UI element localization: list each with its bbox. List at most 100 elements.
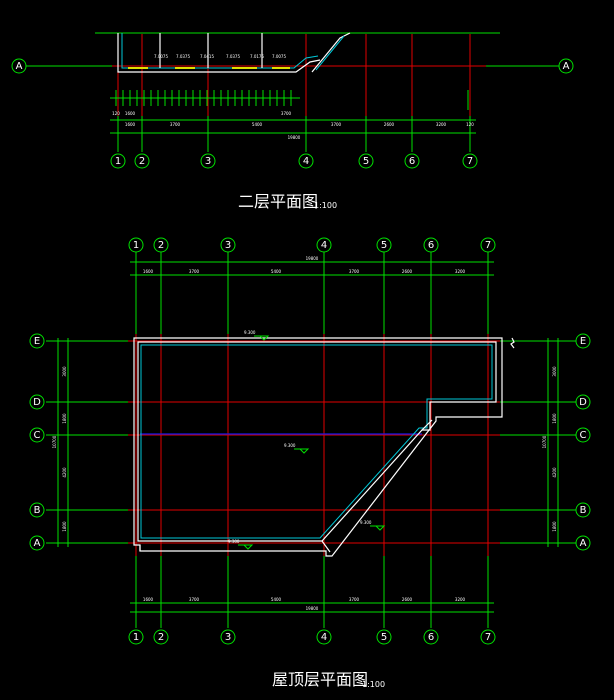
- roof-axis-bottom-2-label: 2: [158, 632, 164, 643]
- elevation-label: 7.0375: [226, 54, 240, 59]
- roof-axis-bottom-4-bubble: [316, 629, 332, 645]
- roof-elevation-label: 9.300: [284, 443, 296, 448]
- upper-axis-6-bubble: [404, 153, 420, 169]
- diagonal-wall: [311, 32, 351, 73]
- roof-dim-side-segment: 1800: [62, 413, 67, 424]
- roof-axis-left-B-bubble: [29, 502, 45, 518]
- roof-axis-left-A-label: A: [34, 538, 41, 549]
- roof-axis-top-3-label: 3: [225, 240, 231, 251]
- roof-axis-top-7-bubble: [480, 237, 496, 253]
- dim-segment: 1600: [125, 122, 136, 127]
- elevation-label: 7.0075: [272, 54, 286, 59]
- roof-dim-bottom-segment: 3700: [349, 597, 360, 602]
- dim-segment: 3700: [331, 122, 342, 127]
- roof-dim-side-total-label: 10700: [52, 435, 57, 448]
- roof-axis-bottom-7-bubble: [480, 629, 496, 645]
- roof-axis-top-4-bubble: [316, 237, 332, 253]
- roof-axis-bottom-3-bubble: [220, 629, 236, 645]
- roof-plan-title: 屋顶层平面图: [272, 670, 368, 689]
- elevation-triangle: [254, 335, 270, 341]
- roof-axis-bottom-5-bubble: [376, 629, 392, 645]
- roof-axis-top-2-label: 2: [158, 240, 164, 251]
- upper-plan-title: 二层平面图: [238, 192, 318, 211]
- roof-axis-top-2-bubble: [153, 237, 169, 253]
- roof-axis-right-B-label: B: [580, 505, 587, 516]
- roof-axis-left-B-label: B: [34, 505, 41, 516]
- roof-elevation-label: 9.300: [360, 520, 372, 525]
- roof-axis-top-6-label: 6: [428, 240, 434, 251]
- roof-dim-side-segment: 3000: [62, 366, 67, 377]
- upper-axis-1-label: 1: [115, 156, 121, 167]
- roof-axis-left-D-bubble: [29, 394, 45, 410]
- upper-axis-2-label: 2: [139, 156, 145, 167]
- upper-axis-7-bubble: [462, 153, 478, 169]
- dim-segment: 2600: [384, 122, 395, 127]
- roof-dim-top-segment: 3700: [189, 269, 200, 274]
- roof-inner-edge: [140, 344, 493, 539]
- roof-dim-side-segment: 3000: [552, 366, 557, 377]
- roof-dim-top-segment: 2600: [402, 269, 413, 274]
- roof-dim-side-segment: 1800: [62, 521, 67, 532]
- roof-axis-bottom-1-bubble: [128, 629, 144, 645]
- roof-axis-right-E-label: E: [580, 336, 586, 347]
- elevation-label: 7.0175: [250, 54, 264, 59]
- roof-axis-top-3-bubble: [220, 237, 236, 253]
- roof-axis-bottom-7-label: 7: [485, 632, 491, 643]
- dim-sub: 3700: [281, 111, 292, 116]
- roof-dim-side-segment: 1800: [552, 521, 557, 532]
- roof-axis-top-1-label: 1: [133, 240, 139, 251]
- roof-axis-top-1-bubble: [128, 237, 144, 253]
- wall-outline: [117, 33, 321, 73]
- upper-axis-4-label: 4: [303, 156, 309, 167]
- roof-elevation-label: 9.300: [228, 539, 240, 544]
- upper-axis-A-left-bubble: [11, 58, 27, 74]
- elevation-triangle: [294, 448, 310, 454]
- upper-axis-5-bubble: [358, 153, 374, 169]
- roof-dim-bottom-segment: 5400: [271, 597, 282, 602]
- upper-axis-7-label: 7: [467, 156, 473, 167]
- roof-axis-top-6-bubble: [423, 237, 439, 253]
- upper-axis-A-right-bubble: [558, 58, 574, 74]
- roof-axis-right-B-bubble: [575, 502, 591, 518]
- roof-axis-left-C-bubble: [29, 427, 45, 443]
- gutter-mark-0: [128, 67, 148, 69]
- gutter-mark-3: [272, 67, 290, 69]
- upper-axis-3-bubble: [200, 153, 216, 169]
- roof-dim-top-segment: 3700: [349, 269, 360, 274]
- upper-axis-2-bubble: [134, 153, 150, 169]
- roof-dim-top-total: 19800: [306, 256, 319, 261]
- roof-axis-bottom-6-label: 6: [428, 632, 434, 643]
- roof-axis-bottom-1-label: 1: [133, 632, 139, 643]
- roof-axis-left-C-label: C: [34, 430, 41, 441]
- roof-dim-top-segment: 3200: [455, 269, 466, 274]
- roof-axis-right-D-label: D: [579, 397, 587, 408]
- dim-total: 19800: [288, 135, 301, 140]
- gutter-mark-2: [232, 67, 257, 69]
- roof-parapet: [137, 341, 497, 542]
- roof-dim-top-segment: 5400: [271, 269, 282, 274]
- roof-axis-bottom-6-bubble: [423, 629, 439, 645]
- roof-axis-right-A-label: A: [580, 538, 587, 549]
- roof-plan-scale: 1:100: [362, 680, 385, 689]
- elevation-label: 7.0075: [154, 54, 168, 59]
- roof-axis-top-5-label: 5: [381, 240, 387, 251]
- upper-axis-1-bubble: [110, 153, 126, 169]
- elevation-triangle: [238, 544, 254, 550]
- roof-axis-top-5-bubble: [376, 237, 392, 253]
- roof-outer-edge: [133, 337, 503, 557]
- roof-axis-left-A-bubble: [29, 535, 45, 551]
- roof-dim-bottom-segment: 1600: [143, 597, 154, 602]
- elevation-label: 7.0375: [176, 54, 190, 59]
- upper-axis-6-label: 6: [409, 156, 415, 167]
- gutter-mark-1: [175, 67, 195, 69]
- roof-dim-side-segment: 4200: [62, 467, 67, 478]
- roof-axis-left-D-label: D: [33, 397, 41, 408]
- upper-axis-3-label: 3: [205, 156, 211, 167]
- roof-dim-bottom-total: 19800: [306, 606, 319, 611]
- dim-segment: 3200: [436, 122, 447, 127]
- roof-axis-top-7-label: 7: [485, 240, 491, 251]
- upper-axis-A-right-label: A: [563, 61, 570, 72]
